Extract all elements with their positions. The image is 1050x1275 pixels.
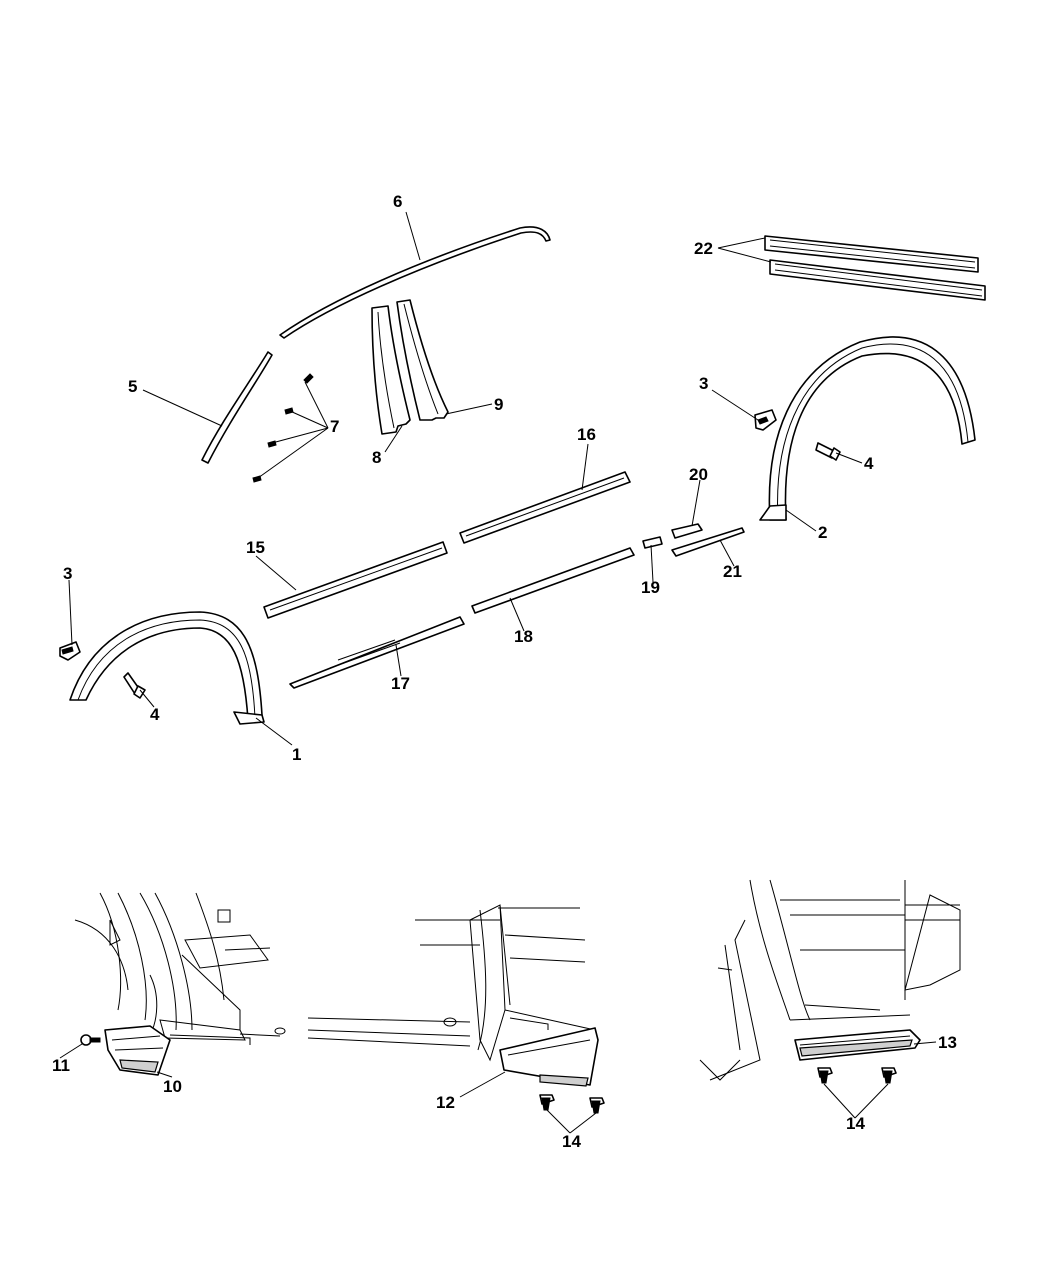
callout-18: 18 [514,627,533,646]
callout-5: 5 [128,377,137,396]
callout-3-right: 3 [699,374,708,393]
body-molding-15 [263,541,448,619]
pillar-applique-8 [371,305,411,435]
callout-17: 17 [391,674,410,693]
roof-molding-6 [279,226,551,339]
push-pins-14-center [539,1094,605,1114]
callout-1: 1 [292,745,301,764]
callout-11: 11 [52,1056,70,1075]
molding-19 [642,536,663,549]
callout-4-left: 4 [150,705,160,724]
clip-3-right [754,409,777,431]
clip-3-left [59,641,81,661]
callout-7: 7 [330,417,339,436]
clips-7 [252,373,314,483]
callout-4-right: 4 [864,454,874,473]
callout-10: 10 [163,1077,182,1096]
callout-21: 21 [723,562,742,581]
rear-wheel-flare-2 [759,336,976,521]
callout-16: 16 [577,425,596,444]
callout-2: 2 [818,523,827,542]
molding-21 [671,527,745,557]
lower-molding-17 [289,616,465,689]
callout-labels: 6 22 5 3 9 7 16 8 4 20 2 15 21 3 19 18 1… [52,192,957,1151]
detail-front-splash-guard [74,892,286,1076]
windshield-molding-5 [201,351,273,464]
lower-molding-18 [471,547,635,614]
detail-rear-step-pad [699,879,961,1084]
front-wheel-flare-1 [69,611,265,725]
callout-9: 9 [494,395,503,414]
callout-19: 19 [641,578,660,597]
callout-14-center: 14 [562,1132,581,1151]
callout-3-left: 3 [63,564,72,583]
callout-12: 12 [436,1093,455,1112]
leader-lines [59,211,937,1134]
detail-sill-end-cap [307,904,605,1114]
body-molding-16 [459,471,631,544]
callout-13: 13 [938,1033,957,1052]
callout-6: 6 [393,192,402,211]
molding-20 [671,523,703,539]
callout-20: 20 [689,465,708,484]
callout-22: 22 [694,239,713,258]
callout-8: 8 [372,448,381,467]
sill-rails-22 [764,235,986,301]
screw-11 [80,1034,101,1046]
push-pin-4-left [123,672,146,699]
pillar-applique-9 [396,299,449,421]
callout-15: 15 [246,538,265,557]
push-pins-14-right [817,1067,897,1084]
callout-14-right: 14 [846,1114,865,1133]
push-pin-4-right [815,442,841,461]
